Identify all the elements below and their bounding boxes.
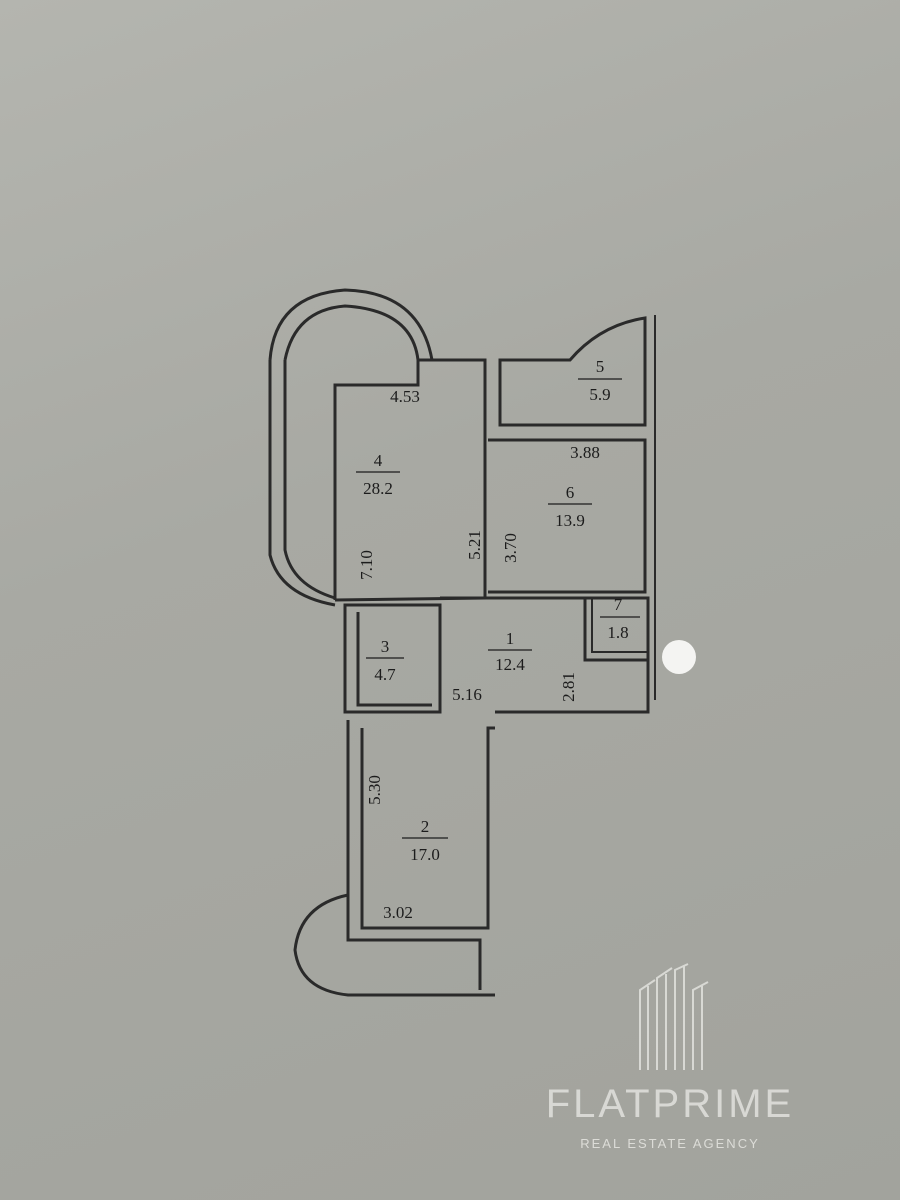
watermark-brand: FLATPRIME: [545, 1082, 795, 1126]
room-5-6-walls: [488, 315, 656, 700]
dim-room2-width: 3.02: [383, 903, 413, 922]
svg-text:5: 5: [596, 357, 605, 376]
room-1-3-7-walls: [343, 596, 650, 714]
marker-dot: [662, 640, 696, 674]
dim-room4-inner: 5.21: [465, 530, 484, 560]
svg-text:5.9: 5.9: [589, 385, 610, 404]
svg-text:7: 7: [614, 595, 623, 614]
svg-text:1: 1: [506, 629, 515, 648]
svg-text:28.2: 28.2: [363, 479, 393, 498]
room-label-5: 5 5.9: [578, 357, 622, 404]
svg-text:1.8: 1.8: [607, 623, 628, 642]
svg-text:3: 3: [381, 637, 390, 656]
svg-text:17.0: 17.0: [410, 845, 440, 864]
building-logo-icon: [639, 963, 709, 1070]
room-2-walls: [293, 720, 495, 997]
dim-room6-height: 3.70: [501, 533, 520, 563]
dim-room2-height: 5.30: [365, 775, 384, 805]
svg-text:2: 2: [421, 817, 430, 836]
svg-text:4: 4: [374, 451, 383, 470]
room-label-3: 3 4.7: [366, 637, 404, 684]
dim-room4-height: 7.10: [357, 550, 376, 580]
dim-room6-width: 3.88: [570, 443, 600, 462]
dim-room1-width: 5.16: [452, 685, 482, 704]
svg-text:4.7: 4.7: [374, 665, 396, 684]
room-label-4: 4 28.2: [356, 451, 400, 498]
room-4-walls: [268, 288, 487, 607]
dim-room1-height: 2.81: [559, 672, 578, 702]
svg-text:12.4: 12.4: [495, 655, 525, 674]
svg-text:13.9: 13.9: [555, 511, 585, 530]
dim-room4-width: 4.53: [390, 387, 420, 406]
room-label-1: 1 12.4: [488, 629, 532, 674]
room-label-2: 2 17.0: [402, 817, 448, 864]
room-label-7: 7 1.8: [600, 595, 640, 642]
room-label-6: 6 13.9: [548, 483, 592, 530]
watermark-logo: FLATPRIME REAL ESTATE AGENCY: [520, 960, 820, 1160]
svg-text:6: 6: [566, 483, 575, 502]
watermark-tagline: REAL ESTATE AGENCY: [580, 1136, 760, 1151]
